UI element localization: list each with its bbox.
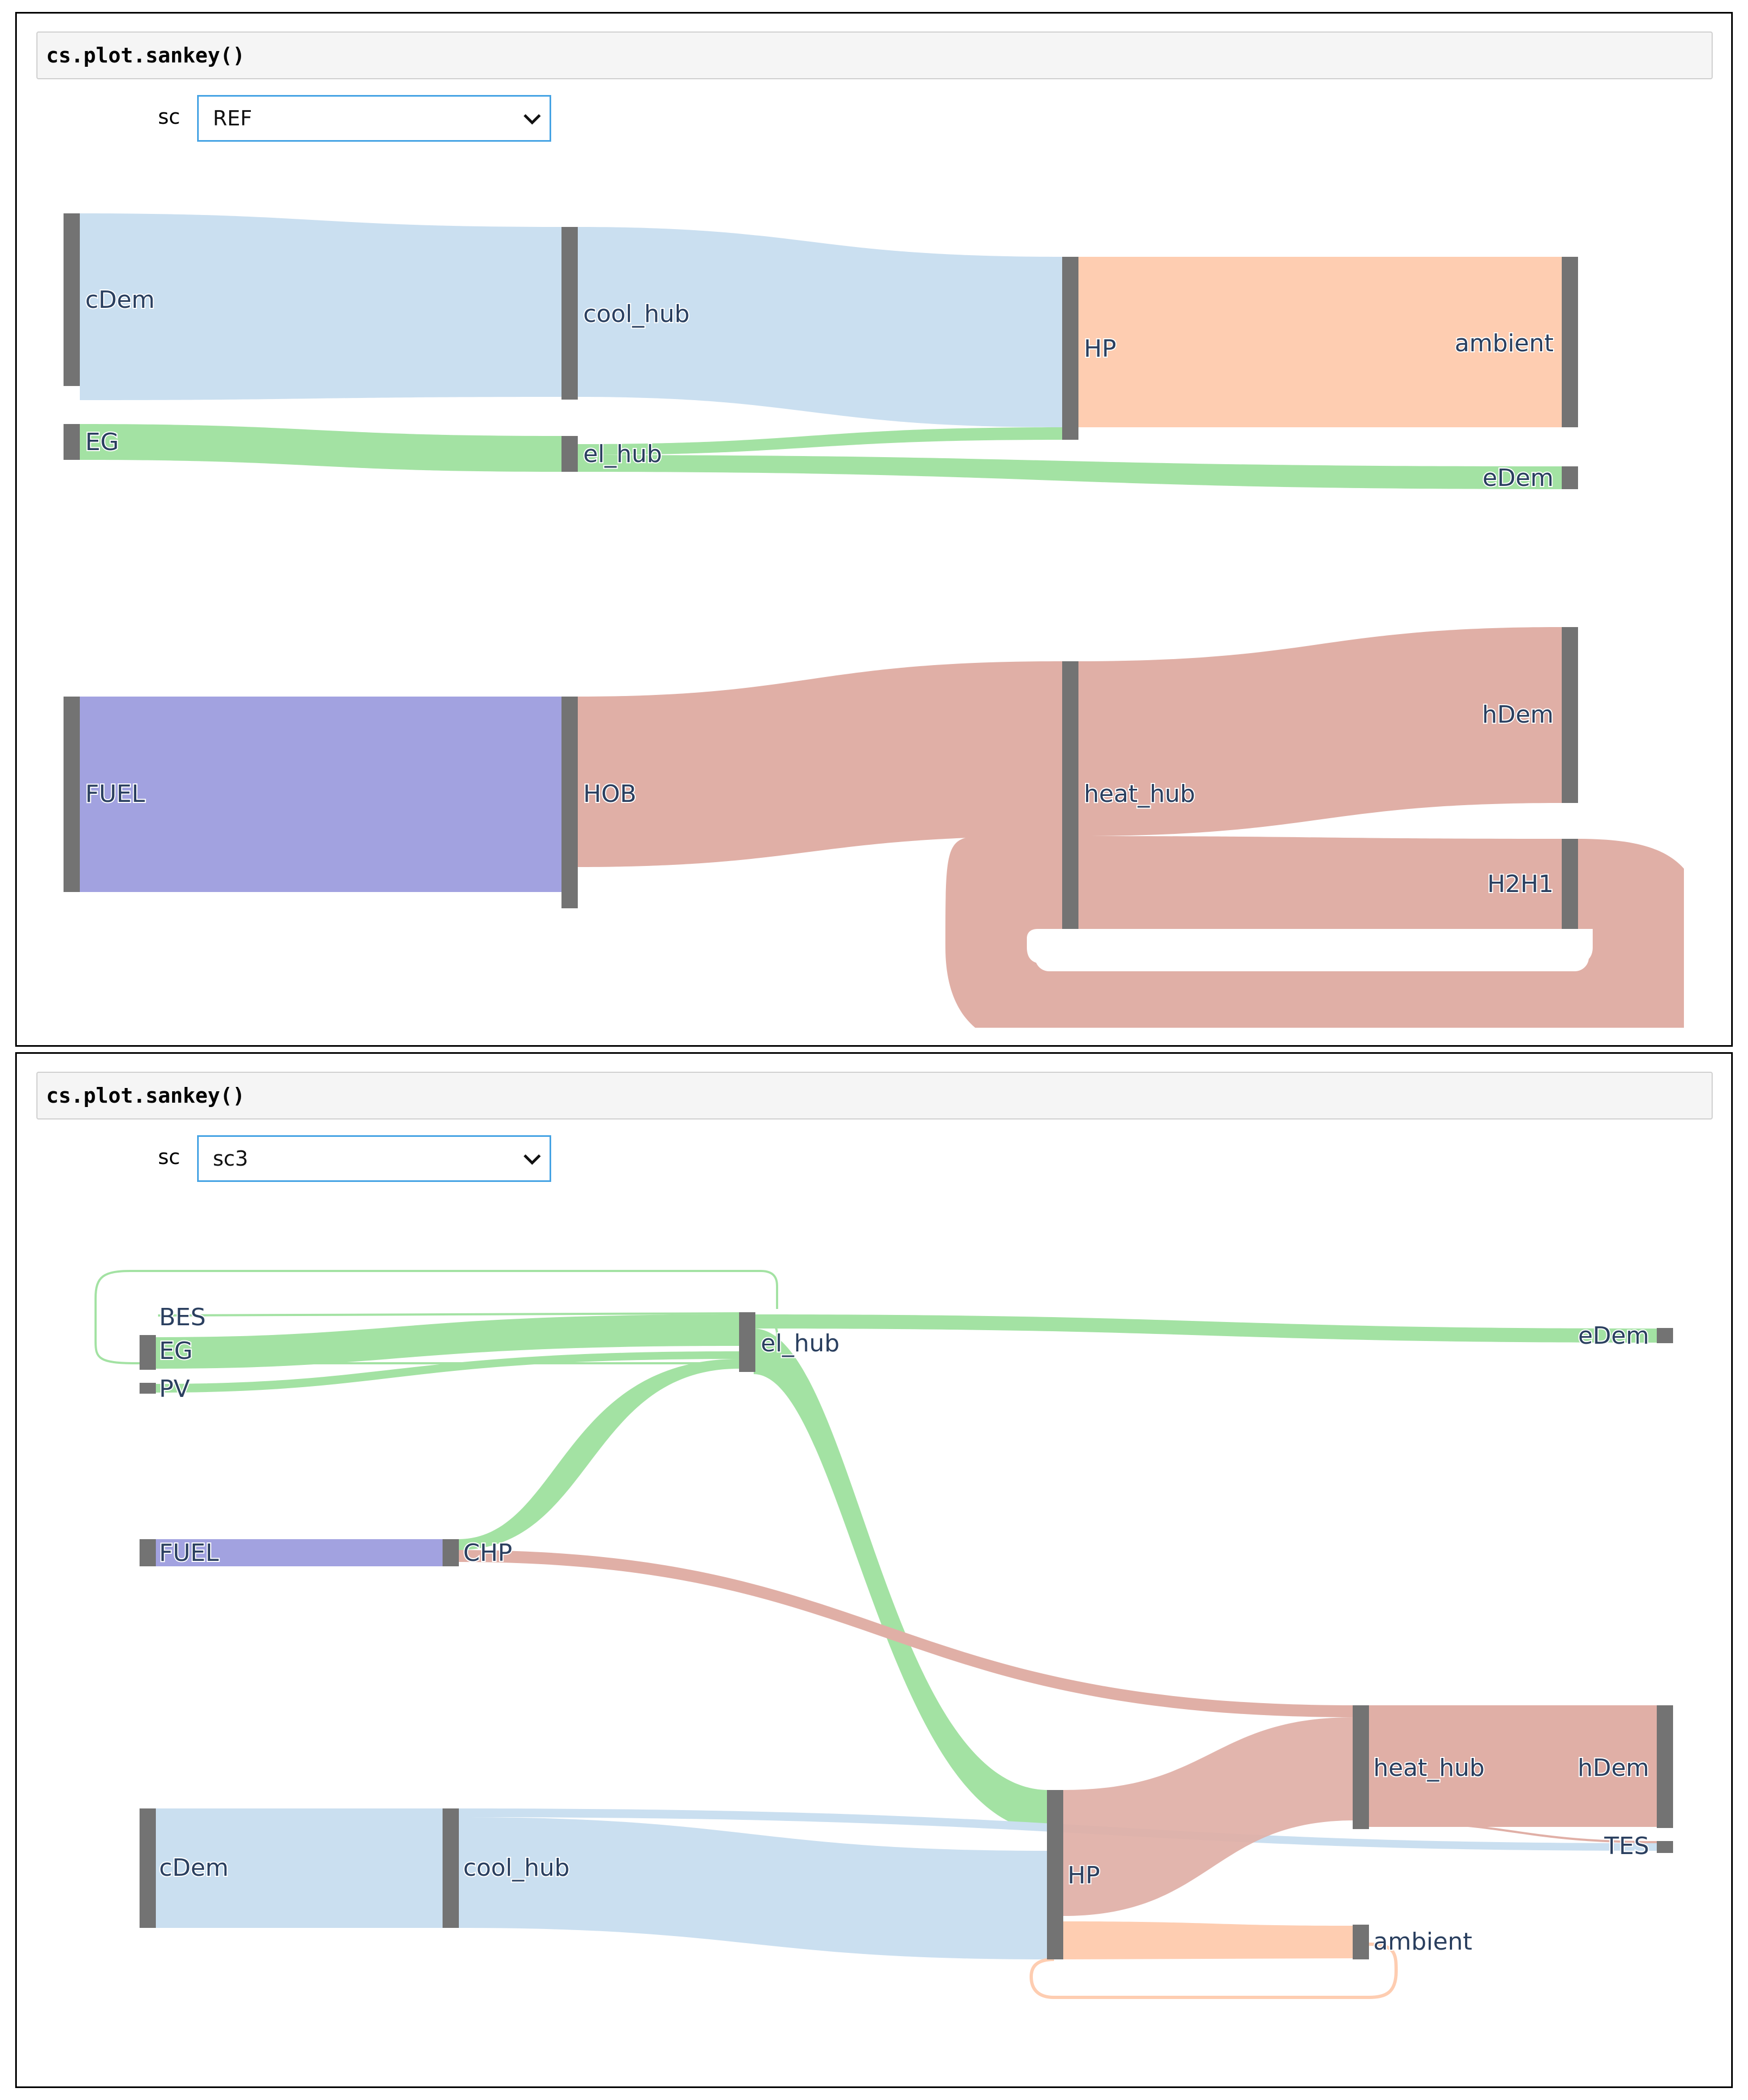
node-hdem[interactable] — [1657, 1705, 1673, 1828]
label-fuel: FUEL — [159, 1539, 219, 1567]
chevron-down-icon — [523, 114, 541, 125]
node-el-hub[interactable] — [739, 1312, 755, 1372]
node-hp[interactable] — [1062, 257, 1078, 440]
label-ambient: ambient — [1373, 1928, 1472, 1956]
node-chp[interactable] — [443, 1539, 459, 1566]
node-h2h1[interactable] — [1562, 839, 1578, 929]
label-cool-hub: cool_hub — [463, 1854, 570, 1882]
link-eg-el-hub[interactable] — [80, 424, 561, 472]
link-el-hub-edem[interactable] — [576, 455, 1562, 489]
dropdown-value: sc3 — [213, 1147, 248, 1171]
link-bes-el-hub[interactable] — [157, 1312, 740, 1317]
link-fuel-hob[interactable] — [80, 697, 561, 892]
link-el-hub-hp[interactable] — [576, 427, 1062, 455]
sankey-chart: BES EG PV el_hub eDem FUEL CHP cDem cool… — [94, 1270, 1673, 1999]
node-el-hub[interactable] — [561, 436, 578, 472]
scenario-dropdown[interactable]: REF — [197, 95, 551, 142]
link-hob-heat-hub[interactable] — [576, 661, 1062, 867]
link-heat-hub-hdem[interactable] — [1077, 627, 1562, 836]
link-cdem-cool-hub[interactable] — [80, 213, 561, 400]
link-fuel-chp[interactable] — [156, 1539, 443, 1566]
label-heat-hub: heat_hub — [1084, 780, 1195, 808]
node-tes[interactable] — [1657, 1841, 1673, 1853]
label-fuel: FUEL — [85, 780, 145, 808]
label-hdem: hDem — [1482, 701, 1554, 729]
label-heat-hub: heat_hub — [1373, 1754, 1485, 1782]
node-fuel[interactable] — [140, 1539, 156, 1566]
label-el-hub: el_hub — [583, 440, 662, 468]
link-el-hub-bes-loop[interactable] — [94, 1270, 779, 1364]
dropdown-value: REF — [213, 106, 253, 130]
label-hp: HP — [1084, 335, 1116, 363]
notebook-cell-1: cs.plot.sankey() sc REF — [15, 12, 1733, 1047]
node-eg[interactable] — [140, 1335, 156, 1370]
link-chp-heat-hub[interactable] — [458, 1550, 1354, 1717]
link-pv-el-hub[interactable] — [156, 1351, 739, 1393]
node-ambient[interactable] — [1562, 257, 1578, 427]
label-el-hub: el_hub — [761, 1330, 840, 1357]
label-ambient: ambient — [1455, 330, 1554, 357]
link-heat-hub-hdem[interactable] — [1369, 1705, 1657, 1827]
link-heat-hub-h2h1[interactable] — [1077, 836, 1562, 929]
node-fuel[interactable] — [64, 697, 80, 892]
link-hp-heat-hub[interactable] — [1063, 1717, 1354, 1916]
sankey-chart: cDem cool_hub HP ambient EG el_hub eDem … — [64, 213, 1706, 1045]
scenario-label: sc — [158, 105, 180, 129]
link-cdem-cool-hub[interactable] — [156, 1808, 443, 1928]
link-heat-hub-tes[interactable] — [1368, 1820, 1657, 1843]
label-edem: eDem — [1578, 1322, 1649, 1350]
node-eg[interactable] — [64, 424, 80, 460]
link-ambient-hp-loop[interactable] — [1029, 1943, 1398, 1999]
node-hdem[interactable] — [1562, 627, 1578, 803]
label-h2h1: H2H1 — [1487, 870, 1554, 898]
node-heat-hub[interactable] — [1062, 661, 1078, 929]
node-ambient[interactable] — [1353, 1925, 1369, 1959]
scenario-dropdown[interactable]: sc3 — [197, 1135, 551, 1182]
link-chp-el-hub[interactable] — [458, 1359, 739, 1550]
loop-gap — [1035, 929, 1589, 971]
node-cool-hub[interactable] — [443, 1808, 459, 1928]
notebook-cell-2: cs.plot.sankey() sc sc3 — [15, 1052, 1733, 2088]
scenario-label: sc — [158, 1145, 180, 1169]
link-cool-hub-hp[interactable] — [576, 227, 1062, 427]
label-cdem: cDem — [159, 1854, 229, 1882]
link-el-hub-edem[interactable] — [754, 1314, 1657, 1343]
node-edem[interactable] — [1657, 1328, 1673, 1343]
link-hp-ambient[interactable] — [1063, 1921, 1354, 1959]
label-edem: eDem — [1482, 464, 1554, 492]
label-eg: EG — [85, 428, 119, 456]
label-eg: EG — [159, 1337, 193, 1365]
link-hp-ambient[interactable] — [1077, 257, 1562, 427]
label-hp: HP — [1068, 1862, 1100, 1889]
link-h2h1-heat-hub[interactable] — [945, 836, 1706, 1045]
link-el-hub-hp[interactable] — [754, 1329, 1049, 1831]
node-heat-hub[interactable] — [1353, 1705, 1369, 1829]
node-pv[interactable] — [140, 1383, 156, 1394]
link-eg-el-hub[interactable] — [156, 1314, 739, 1369]
node-edem[interactable] — [1562, 466, 1578, 489]
code-input[interactable]: cs.plot.sankey() — [36, 31, 1713, 79]
label-cdem: cDem — [85, 286, 155, 314]
node-cool-hub[interactable] — [561, 227, 578, 400]
node-cdem[interactable] — [140, 1808, 156, 1928]
node-hob[interactable] — [561, 697, 578, 908]
label-hdem: hDem — [1577, 1754, 1649, 1782]
chevron-down-icon — [523, 1154, 541, 1165]
label-pv: PV — [159, 1375, 190, 1403]
label-tes: TES — [1604, 1832, 1649, 1860]
code-input[interactable]: cs.plot.sankey() — [36, 1072, 1713, 1119]
link-cool-hub-hp[interactable] — [458, 1817, 1049, 1959]
label-chp: CHP — [463, 1539, 512, 1567]
label-cool-hub: cool_hub — [583, 300, 690, 328]
label-bes: BES — [159, 1304, 206, 1331]
node-cdem[interactable] — [64, 213, 80, 386]
node-hp[interactable] — [1047, 1790, 1063, 1959]
label-hob: HOB — [583, 780, 636, 808]
